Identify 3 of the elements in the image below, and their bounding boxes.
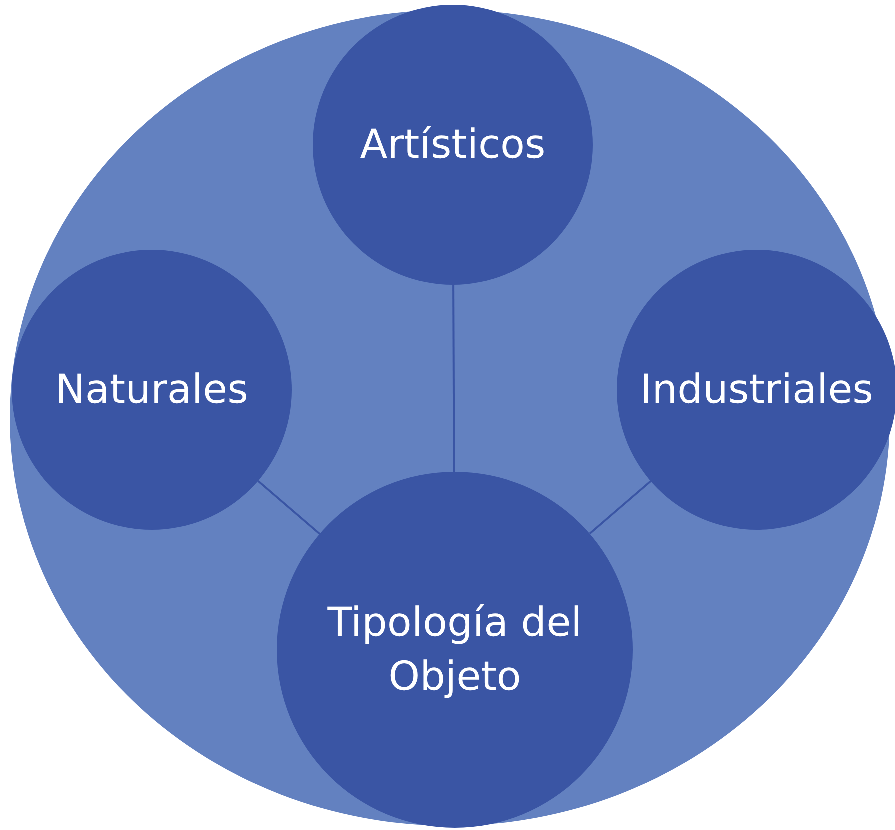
connector-line bbox=[258, 480, 321, 535]
connector-line bbox=[589, 480, 652, 535]
connector-line bbox=[452, 285, 456, 472]
